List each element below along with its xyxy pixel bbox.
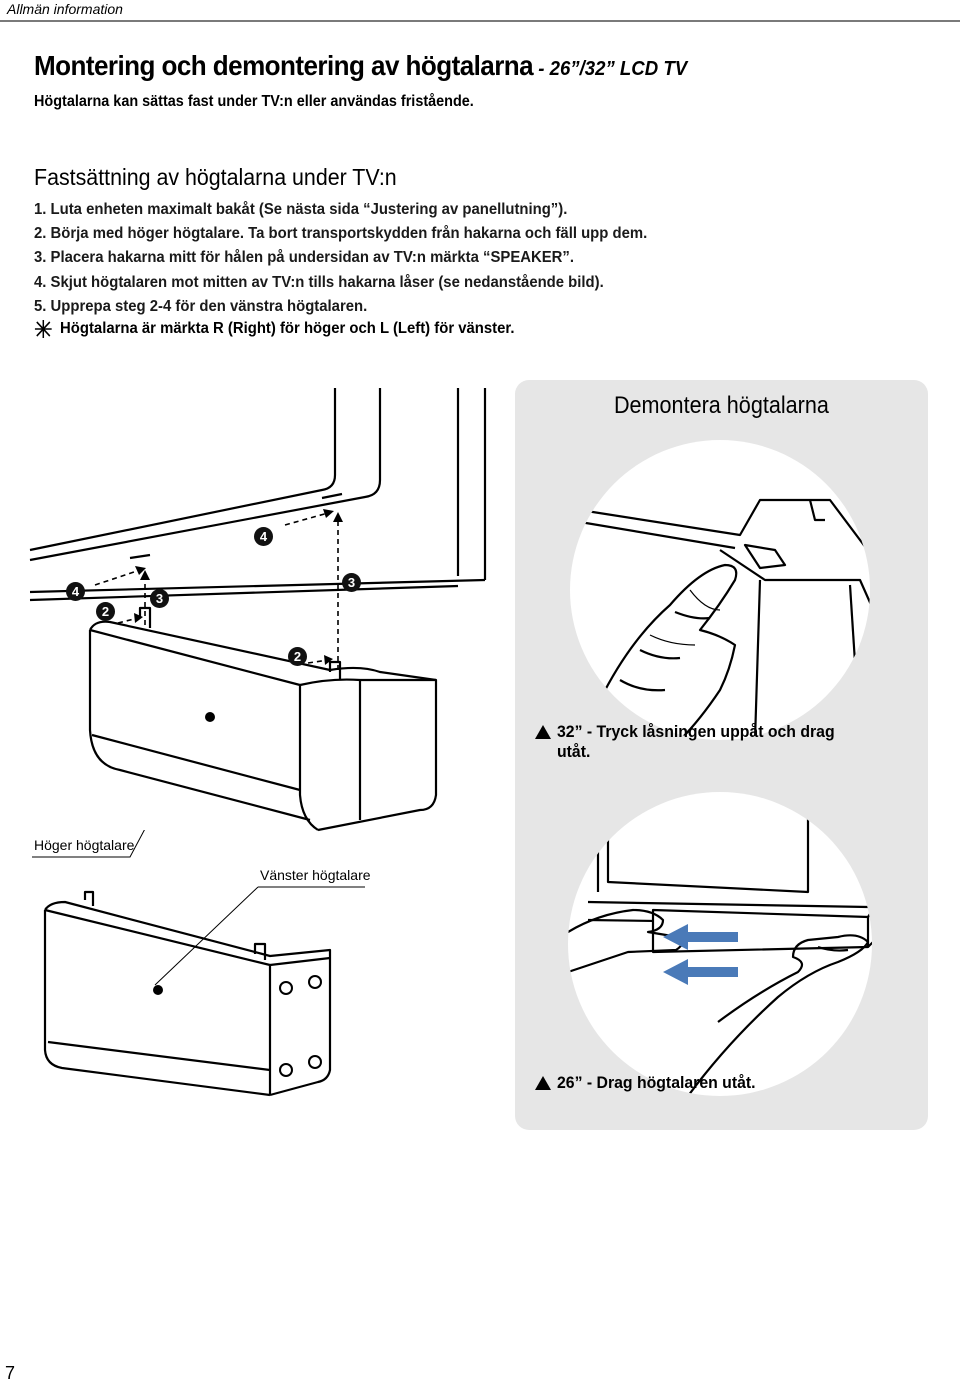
removal-26-illustration: [568, 792, 872, 1096]
triangle-bullet-icon: [535, 1076, 551, 1090]
caption-26-text: 26” - Drag högtalaren utåt.: [557, 1073, 756, 1092]
speaker-pair-illustration: [43, 890, 332, 1097]
removal-panel-title: Demontera högtalarna: [614, 392, 829, 419]
triangle-bullet-icon: [535, 725, 551, 739]
caption-26: 26” - Drag högtalaren utåt.: [535, 1073, 875, 1093]
removal-32-illustration: [570, 440, 870, 740]
note-text: Högtalarna är märkta R (Right) för höger…: [60, 320, 515, 337]
speaker-mounting-illustration: [29, 388, 487, 832]
right-speaker-label: Höger högtalare: [34, 837, 135, 853]
step-item: 2. Börja med höger högtalare. Ta bort tr…: [34, 225, 648, 243]
step-list: 1. Luta enheten maximalt bakåt (Se nästa…: [34, 198, 693, 319]
label-leader-lines: [32, 830, 365, 986]
step-badge-4: 4: [66, 582, 85, 601]
step-item: 1. Luta enheten maximalt bakåt (Se nästa…: [34, 201, 568, 218]
step-badge-3: 3: [150, 589, 169, 608]
step-badge-2: 2: [96, 602, 115, 621]
caption-32: 32” - Tryck låsningen uppåt och drag utå…: [535, 722, 875, 762]
intro-text: Högtalarna kan sättas fast under TV:n el…: [34, 93, 474, 110]
page-title: Montering och demontering av högtalarna …: [34, 50, 687, 82]
step-badge-3: 3: [342, 573, 361, 592]
step-item: 4. Skjut högtalaren mot mitten av TV:n t…: [34, 273, 604, 291]
note: Högtalarna är märkta R (Right) för höger…: [34, 319, 514, 339]
left-speaker-label: Vänster högtalare: [260, 867, 371, 883]
removal-32-drawing: [579, 498, 870, 740]
removal-panel: Demontera högtalarna: [515, 380, 928, 1130]
note-asterisk-icon: [34, 320, 52, 338]
page-title-suffix: - 26”/32” LCD TV: [533, 58, 688, 80]
step-item: 3. Placera hakarna mitt för hålen på und…: [34, 249, 574, 267]
section-heading: Fastsättning av högtalarna under TV:n: [34, 164, 397, 190]
page-title-main: Montering och demontering av högtalarna: [34, 50, 534, 81]
caption-32-text: 32” - Tryck låsningen uppåt och drag utå…: [557, 722, 835, 761]
step-badge-2: 2: [288, 647, 307, 666]
step-badge-4: 4: [254, 527, 273, 546]
header-divider: [0, 20, 960, 22]
page-number: 7: [5, 1363, 16, 1383]
removal-26-drawing: [568, 812, 872, 1096]
section-header-label: Allmän information: [7, 1, 123, 17]
step-item: 5. Upprepa steg 2-4 för den vänstra högt…: [34, 297, 368, 315]
